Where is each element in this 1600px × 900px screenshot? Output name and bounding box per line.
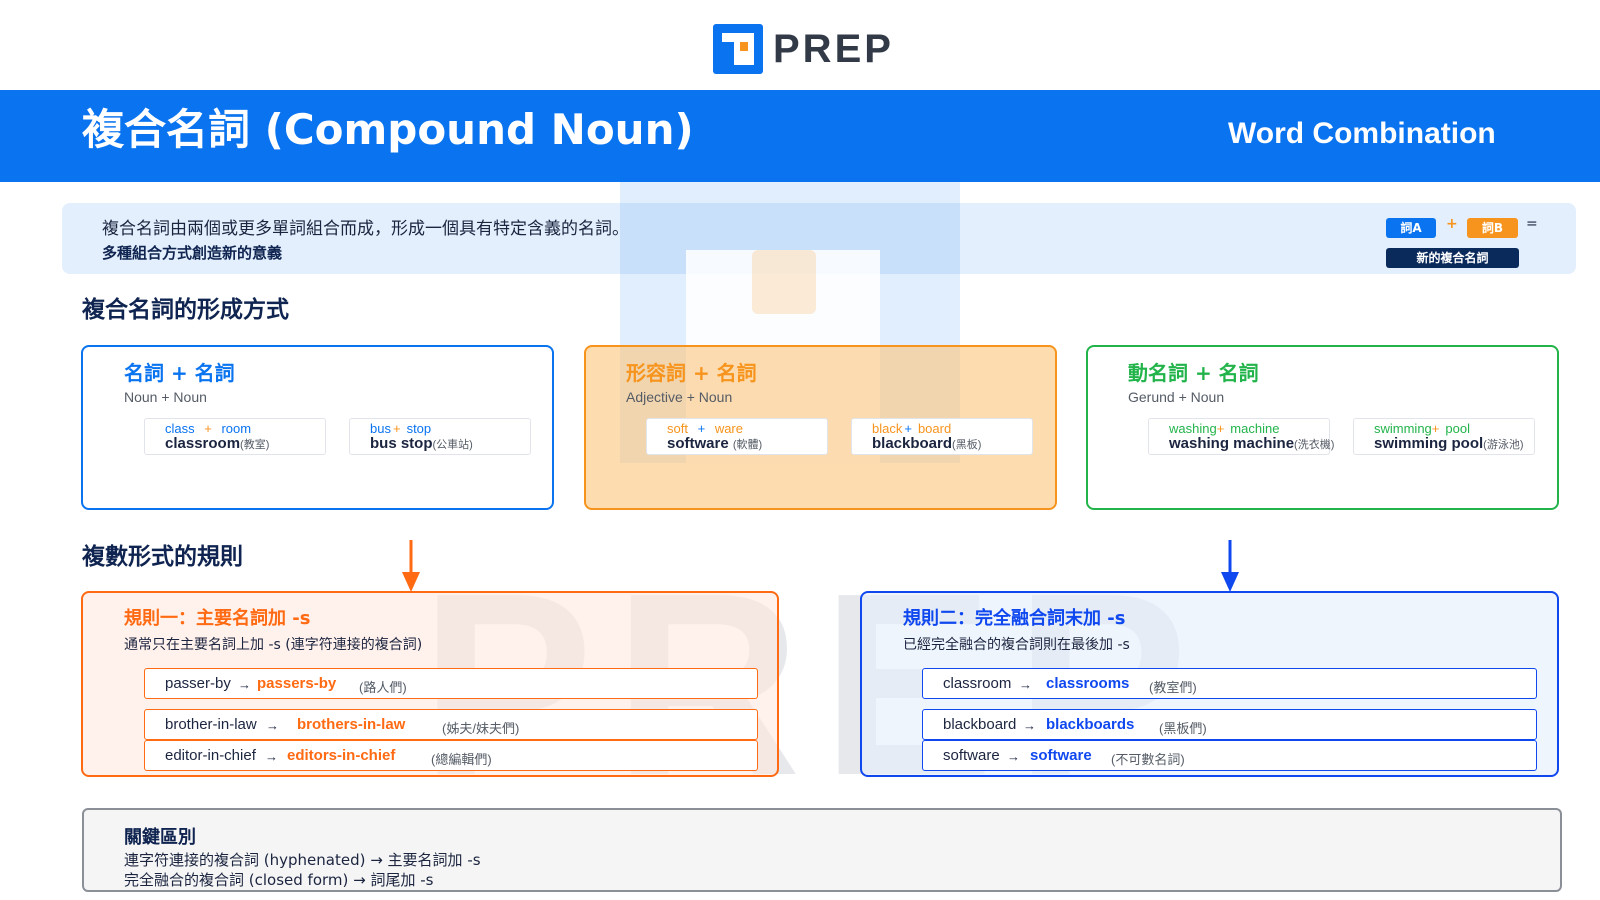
example-meaning: (洗衣機)	[1294, 439, 1335, 451]
example-plus: +	[204, 421, 212, 436]
arrow-right-icon: →	[238, 677, 251, 692]
example-swimming-pool: swimming+ pool swimming pool(游泳池)	[1353, 418, 1535, 455]
row-note: (姊夫/妹夫們)	[442, 721, 520, 736]
example-bus-stop: bus+ stop bus stop(公車站)	[349, 418, 531, 455]
example-part2: machine	[1230, 421, 1280, 436]
row-from: blackboard	[943, 716, 1017, 733]
row-note: (總編輯們)	[431, 752, 492, 767]
rule-one-title: 規則一：主要名詞加 -s	[124, 608, 311, 629]
row-from: editor-in-chief	[165, 747, 256, 764]
example-plus: +	[1431, 421, 1440, 436]
adjective-noun-subtitle: Adjective + Noun	[626, 389, 733, 405]
row-note: (教室們)	[1149, 680, 1197, 695]
plural-row: classroom → classrooms (教室們)	[922, 668, 1537, 699]
example-meaning: (公車站)	[432, 439, 473, 451]
example-plus: +	[392, 421, 401, 436]
example-part2: room	[221, 421, 252, 436]
noun-noun-title: 名詞 + 名詞	[124, 361, 235, 385]
header-banner	[0, 90, 1600, 182]
example-meaning: (游泳池)	[1483, 439, 1524, 451]
noun-noun-subtitle: Noun + Noun	[124, 389, 207, 405]
example-plus: +	[697, 421, 706, 436]
row-from: passer-by	[165, 675, 231, 692]
example-part1: black	[872, 421, 903, 436]
arrow-right-icon: →	[266, 718, 279, 733]
example-washing-machine: washing+ machine washing machine(洗衣機)	[1148, 418, 1334, 455]
key-difference-title: 關鍵區別	[124, 827, 196, 848]
row-from: classroom	[943, 675, 1012, 692]
example-plus: +	[904, 421, 912, 436]
row-from: software	[943, 747, 1000, 764]
arrow-down-icon	[1221, 540, 1239, 592]
row-note: (黑板們)	[1159, 721, 1207, 736]
prep-logo-icon	[713, 24, 763, 74]
example-meaning: (教室)	[240, 439, 270, 451]
example-part2: pool	[1445, 421, 1470, 436]
arrow-right-icon: →	[1023, 718, 1036, 733]
example-word: software	[667, 435, 729, 452]
arrow-right-icon: →	[1019, 677, 1032, 692]
example-meaning: (軟體)	[732, 439, 763, 451]
example-part1: class	[165, 421, 195, 436]
example-word: classroom	[165, 435, 241, 452]
arrow-right-icon: →	[1007, 749, 1020, 764]
prep-logo: PREP	[713, 24, 894, 74]
example-part2: board	[917, 421, 952, 436]
example-meaning: (黑板)	[952, 439, 982, 451]
example-word: washing machine	[1169, 435, 1295, 452]
row-to: passers-by	[257, 675, 337, 692]
gerund-noun-title: 動名詞 + 名詞	[1128, 361, 1259, 385]
row-to: software	[1030, 747, 1092, 764]
key-difference-box	[82, 808, 1562, 892]
page-title: 複合名詞 (Compound Noun)	[82, 105, 694, 154]
example-part1: bus	[370, 421, 391, 436]
example-plus: +	[1216, 421, 1225, 436]
example-blackboard: black+ board blackboard(黑板)	[851, 418, 1033, 455]
example-classroom: class + room classroom(教室)	[144, 418, 326, 455]
key-line-closed: 完全融合的複合詞 (closed form) → 詞尾加 -s	[124, 871, 434, 889]
plural-heading: 複數形式的規則	[82, 544, 243, 570]
example-software: soft + ware software (軟體)	[646, 418, 828, 455]
plural-row: passer-by → passers-by (路人們)	[144, 668, 758, 699]
rule-two-desc: 已經完全融合的複合詞則在最後加 -s	[903, 637, 1130, 653]
rule-one-desc: 通常只在主要名詞上加 -s (連字符連接的複合詞)	[124, 637, 423, 653]
arrow-right-icon: →	[265, 749, 278, 764]
row-to: editors-in-chief	[287, 747, 396, 764]
row-to: classrooms	[1046, 675, 1130, 692]
gerund-noun-subtitle: Gerund + Noun	[1128, 389, 1225, 405]
example-word: bus stop	[370, 435, 433, 452]
word-b-chip: 詞B	[1467, 218, 1518, 238]
plural-row: editor-in-chief → editors-in-chief (總編輯們…	[144, 740, 758, 771]
plural-row: brother-in-law → brothers-in-law (姊夫/妹夫們…	[144, 709, 758, 740]
arrow-down-icon	[402, 540, 420, 592]
example-part1: washing	[1169, 421, 1217, 436]
row-from: brother-in-law	[165, 716, 257, 733]
plural-row: software → software (不可數名詞)	[922, 740, 1537, 771]
row-note: (路人們)	[359, 680, 407, 695]
row-note: (不可數名詞)	[1111, 752, 1185, 767]
example-part1: soft	[667, 421, 688, 436]
key-line-hyphenated: 連字符連接的複合詞 (hyphenated) → 主要名詞加 -s	[124, 851, 481, 869]
compound-result-chip: 新的複合名詞	[1386, 248, 1519, 268]
adjective-noun-title: 形容詞 + 名詞	[626, 361, 757, 385]
example-word: swimming pool	[1374, 435, 1484, 452]
plural-row: blackboard → blackboards (黑板們)	[922, 709, 1537, 740]
rule-two-title: 規則二：完全融合詞末加 -s	[903, 608, 1126, 629]
header-subtitle: Word Combination	[1228, 117, 1496, 150]
example-part2: ware	[714, 421, 743, 436]
row-to: blackboards	[1046, 716, 1135, 733]
equals-sign: =	[1526, 216, 1538, 232]
intro-emphasis: 多種組合方式創造新的意義	[102, 244, 283, 262]
example-part2: stop	[406, 421, 432, 436]
plus-sign: +	[1446, 216, 1458, 232]
row-to: brothers-in-law	[297, 716, 406, 733]
example-word: blackboard	[872, 435, 953, 452]
intro-text: 複合名詞由兩個或更多單詞組合而成，形成一個具有特定含義的名詞。	[102, 219, 629, 239]
word-a-chip: 詞A	[1386, 218, 1436, 238]
prep-logo-text: PREP	[773, 26, 894, 71]
example-part1: swimming	[1374, 421, 1432, 436]
formation-heading: 複合名詞的形成方式	[82, 297, 289, 323]
